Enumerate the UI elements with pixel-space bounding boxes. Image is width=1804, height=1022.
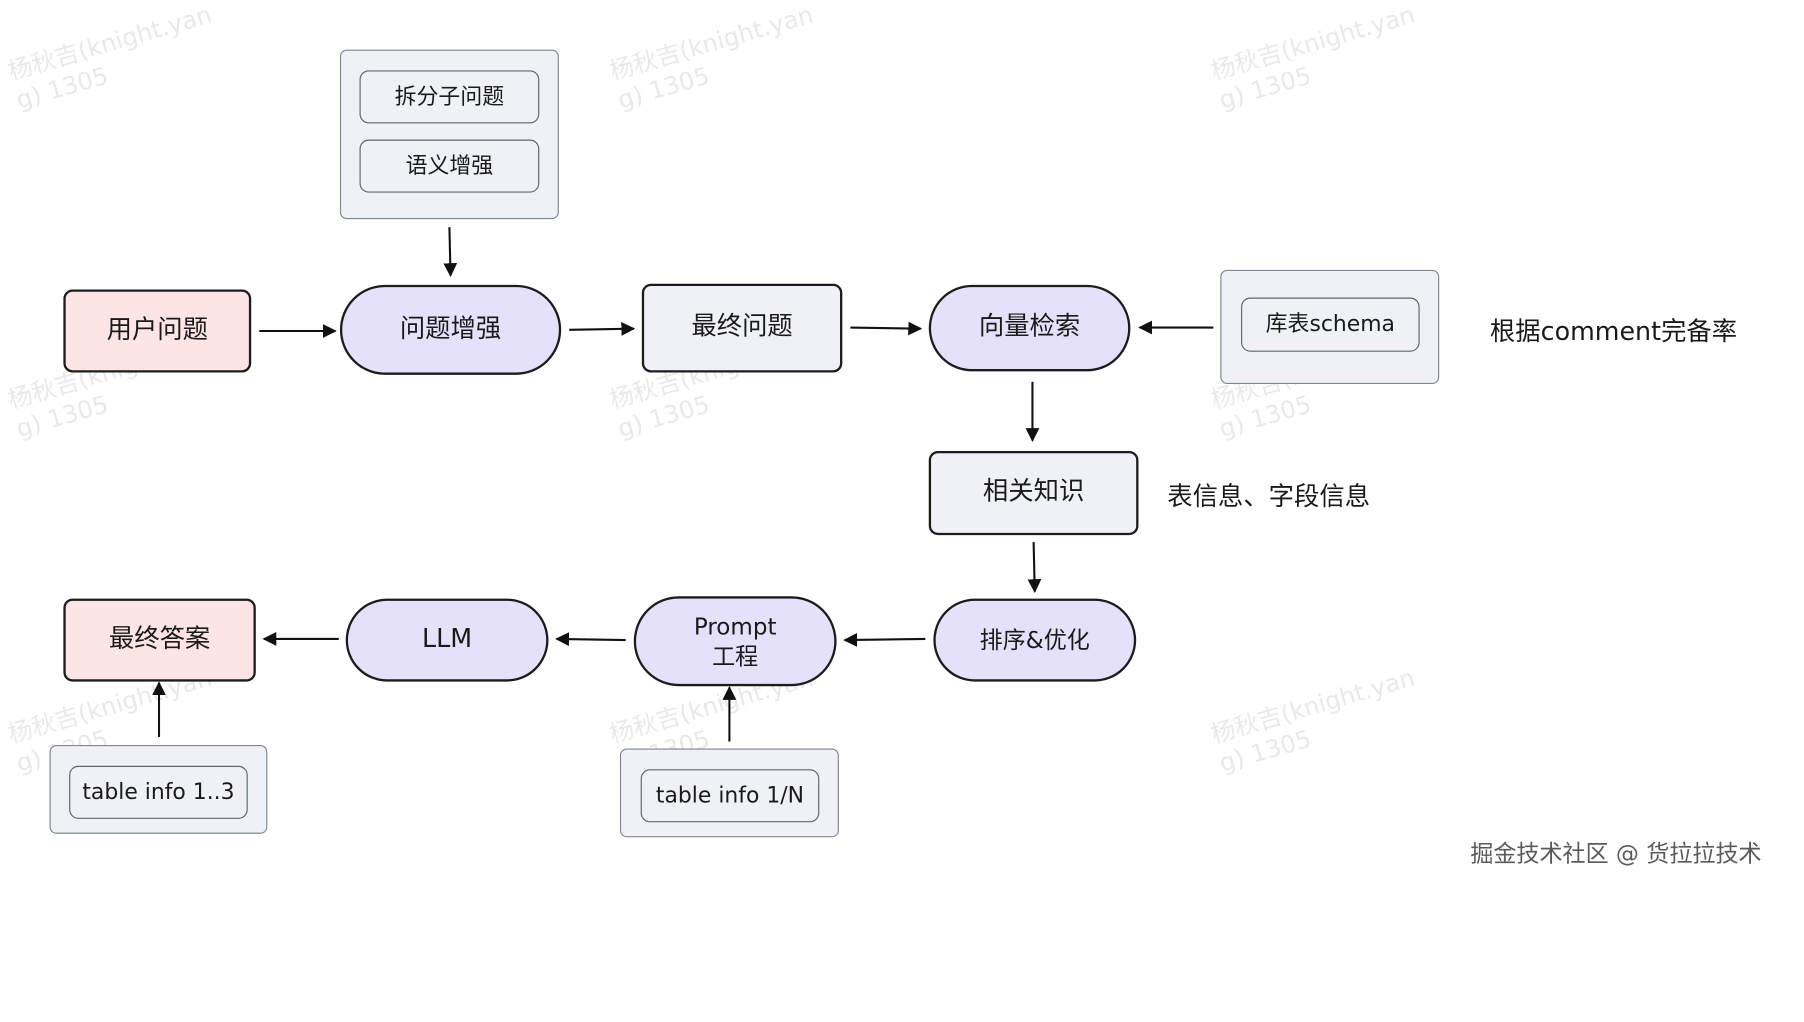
schema-box: 库表schema xyxy=(1241,297,1420,352)
arrow-enhance-options-to-enhance xyxy=(443,227,458,278)
final-answer-node: 最终答案 xyxy=(63,598,256,682)
final-question-node: 最终问题 xyxy=(641,283,843,373)
prompt-table-info-box: table info 1/N xyxy=(640,769,820,823)
related-knowledge-node: 相关知识 xyxy=(928,450,1139,536)
arrow-final-question-to-vector xyxy=(850,321,923,336)
arrow-prompt-to-llm xyxy=(555,632,626,647)
arrow-enhance-to-final-question xyxy=(569,321,636,336)
sort-optimize-node: 排序&优化 xyxy=(933,598,1137,682)
llm-node: LLM xyxy=(345,598,549,682)
user-question-node: 用户问题 xyxy=(63,289,252,373)
answer-table-info-box: table info 1..3 xyxy=(69,765,248,819)
source-credit: 掘金技术社区 @ 货拉拉技术 xyxy=(1470,839,1762,868)
question-enhance-node: 问题增强 xyxy=(339,284,562,375)
split-subquestion-box: 拆分子问题 xyxy=(359,70,540,124)
schema-note: 根据comment完备率 xyxy=(1489,318,1738,348)
knowledge-note: 表信息、字段信息 xyxy=(1167,483,1371,513)
vector-search-node: 向量检索 xyxy=(928,284,1131,372)
prompt-engineering-node: Prompt 工程 xyxy=(633,596,837,687)
semantic-enhance-box: 语义增强 xyxy=(359,139,540,193)
arrow-sort-to-prompt xyxy=(843,632,926,647)
arrow-knowledge-to-sort xyxy=(1027,542,1042,594)
arrow-layer xyxy=(152,227,1214,742)
